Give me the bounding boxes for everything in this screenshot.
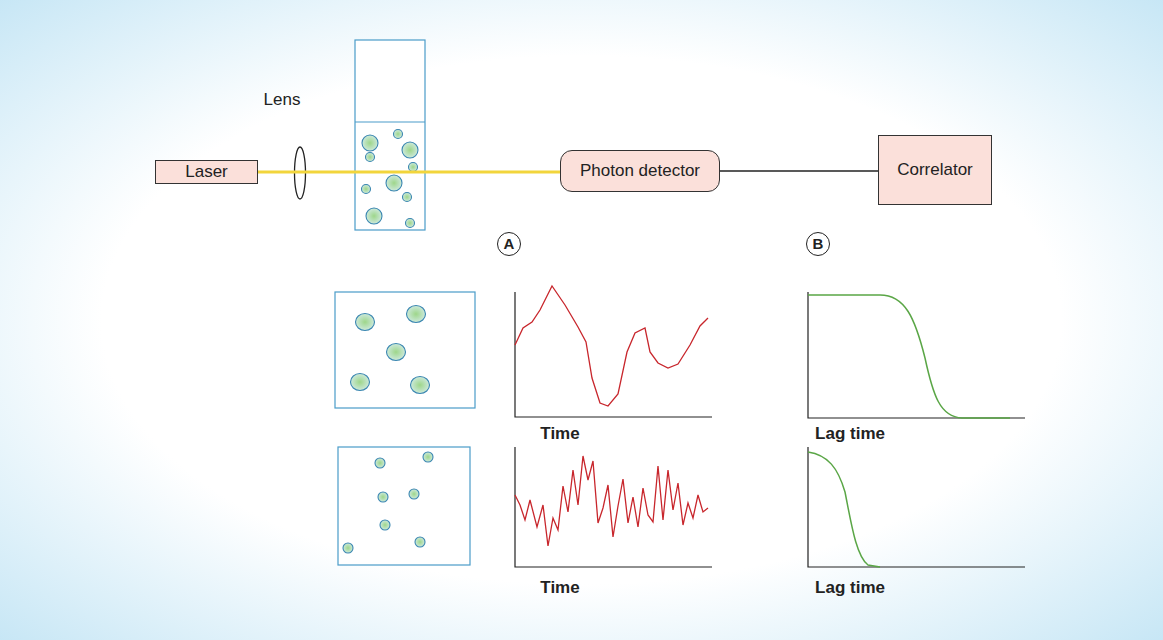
panel-letter: B [806, 232, 830, 256]
axis-label: Time [540, 578, 579, 598]
axis-label: Time [540, 424, 579, 444]
intensity-trace [515, 286, 708, 406]
lens [295, 147, 306, 199]
large-particle-panel [335, 292, 475, 408]
particles [362, 130, 419, 228]
process-box: Correlator [878, 135, 992, 205]
axis-label: Lag time [815, 424, 885, 444]
laser-beam [258, 171, 560, 174]
node-text: Correlator [897, 160, 973, 180]
source-box: Laser [155, 160, 258, 184]
intensity-trace [515, 456, 708, 546]
signal-wire [720, 170, 878, 172]
node-text: Laser [185, 162, 228, 182]
node-text: Photon detector [580, 161, 700, 181]
correlation-curve [808, 295, 1010, 418]
part-label: Lens [264, 90, 301, 110]
correlation-curve [808, 452, 880, 567]
axis-label: Lag time [815, 578, 885, 598]
chart-axes [515, 292, 1025, 567]
small-particle-panel [338, 447, 470, 565]
panel-letter: A [497, 232, 521, 256]
detector-box: Photon detector [560, 150, 720, 192]
cuvette [355, 40, 425, 230]
